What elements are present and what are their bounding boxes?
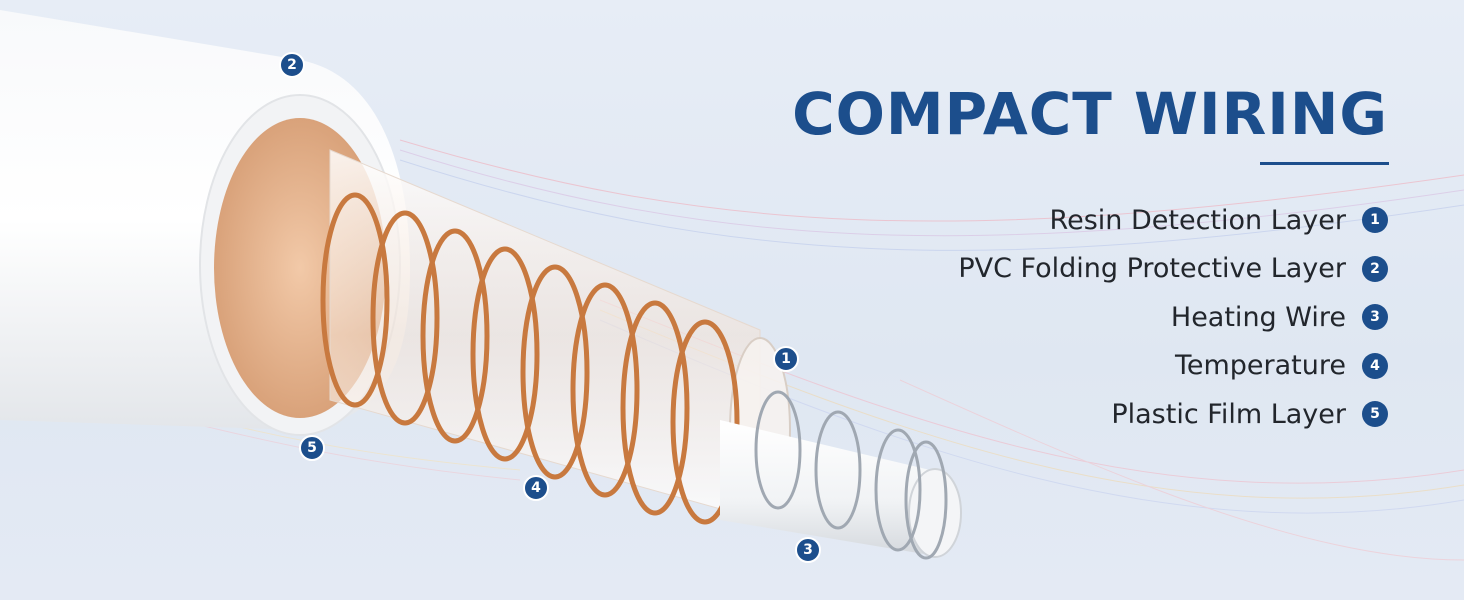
legend-item-label: Temperature: [1174, 350, 1346, 382]
legend-number-badge: 1: [1362, 207, 1388, 234]
copper-heating-coils: [320, 192, 740, 525]
legend-item-pvc-folding-protective-layer: PVC Folding Protective Layer 2: [958, 245, 1388, 294]
legend-item-label: Heating Wire: [1170, 301, 1346, 333]
legend-number-badge: 3: [1362, 304, 1388, 331]
steel-wire-coils: [754, 390, 948, 560]
legend-number-badge: 5: [1362, 401, 1388, 428]
callout-marker-3: 3: [795, 537, 821, 563]
callout-marker-5: 5: [299, 435, 325, 461]
inner-core: [720, 420, 960, 555]
callout-marker-4: 4: [523, 475, 549, 501]
legend-item-label: Plastic Film Layer: [1111, 398, 1346, 430]
callout-marker-2: 2: [279, 52, 305, 78]
layer-legend: Resin Detection Layer 1 PVC Folding Prot…: [958, 196, 1388, 439]
legend-item-temperature: Temperature 4: [958, 342, 1388, 391]
legend-item-heating-wire: Heating Wire 3: [958, 293, 1388, 342]
callout-marker-1: 1: [773, 346, 799, 372]
legend-number-badge: 2: [1362, 255, 1388, 282]
legend-item-label: PVC Folding Protective Layer: [958, 253, 1346, 285]
legend-item-plastic-film-layer: Plastic Film Layer 5: [958, 390, 1388, 439]
title-underline: [1260, 162, 1389, 165]
legend-item-label: Resin Detection Layer: [1049, 204, 1346, 236]
page-title: COMPACT WIRING: [792, 80, 1388, 148]
legend-number-badge: 4: [1362, 352, 1388, 379]
legend-item-resin-detection-layer: Resin Detection Layer 1: [958, 196, 1388, 245]
